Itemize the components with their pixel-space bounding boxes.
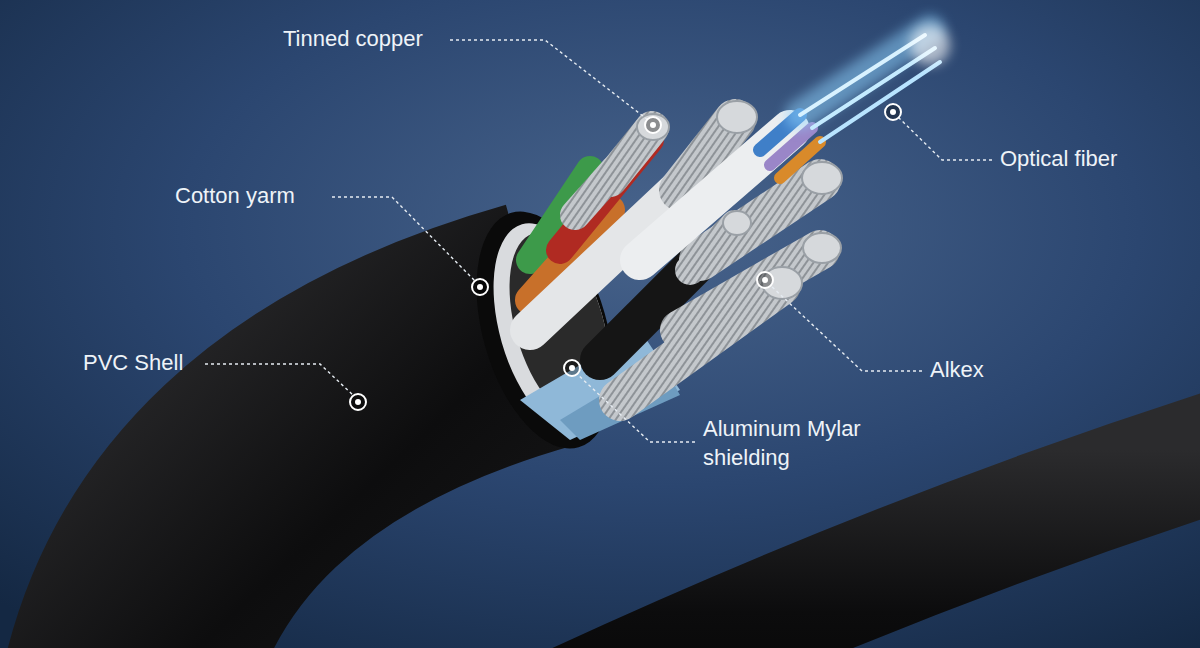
part-label: Optical fiber bbox=[1000, 145, 1117, 174]
callout-markers bbox=[350, 104, 901, 410]
part-label: Aluminum Mylar shielding bbox=[703, 415, 868, 472]
part-label: Cotton yarm bbox=[175, 182, 295, 211]
leader-lines bbox=[205, 40, 992, 442]
part-label: PVC Shell bbox=[83, 349, 183, 378]
part-label: Tinned copper bbox=[283, 25, 423, 54]
part-label: Alkex bbox=[930, 356, 984, 385]
